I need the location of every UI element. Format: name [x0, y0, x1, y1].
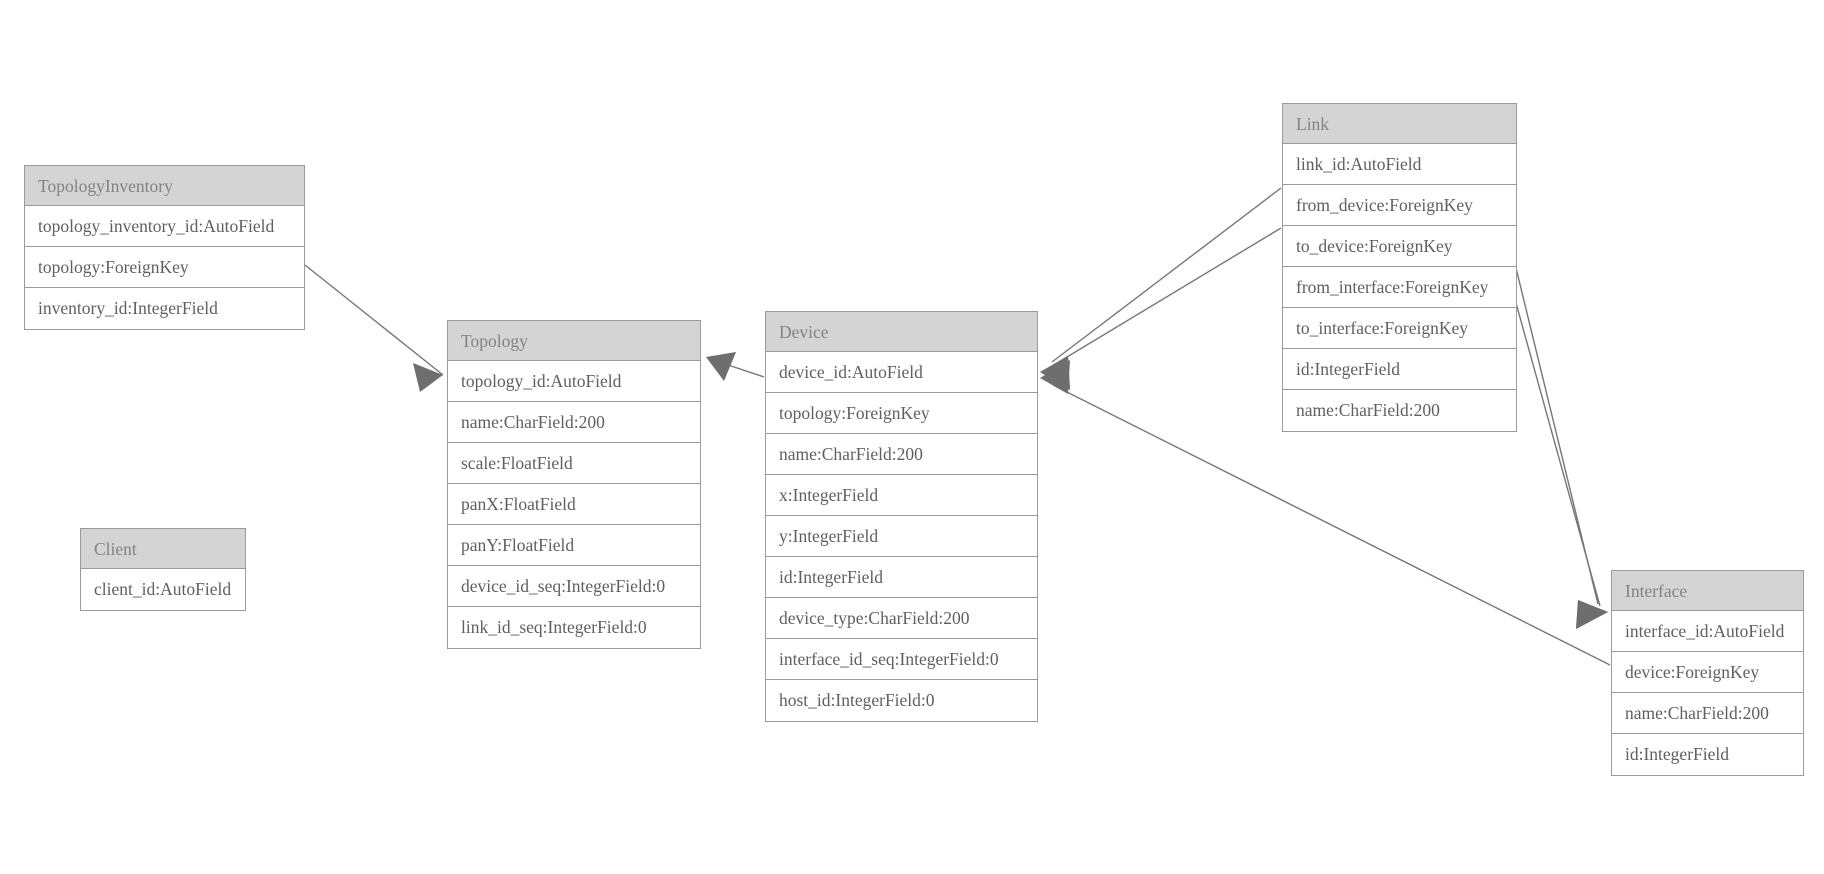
relationship-arrowhead-icon: [1576, 600, 1608, 629]
entity-field-row[interactable]: name:CharField:200: [1283, 390, 1516, 431]
entity-title-topology_inventory: TopologyInventory: [25, 166, 304, 206]
entity-field-row[interactable]: panY:FloatField: [448, 525, 700, 566]
entity-field-row[interactable]: host_id:IntegerField:0: [766, 680, 1037, 721]
entity-field-row[interactable]: name:CharField:200: [448, 402, 700, 443]
entity-field-row[interactable]: link_id:AutoField: [1283, 144, 1516, 185]
entity-title-link: Link: [1283, 104, 1516, 144]
relationship-arrowhead-icon: [1040, 356, 1070, 390]
relationship-line: [1515, 267, 1599, 605]
relationship-arrowhead-icon: [1040, 360, 1070, 394]
relationship-edge: [1515, 302, 1608, 629]
entity-field-row[interactable]: from_interface:ForeignKey: [1283, 267, 1516, 308]
entity-field-row[interactable]: to_interface:ForeignKey: [1283, 308, 1516, 349]
entity-field-row[interactable]: panX:FloatField: [448, 484, 700, 525]
relationship-arrowhead-icon: [413, 363, 443, 392]
entity-field-row[interactable]: topology_id:AutoField: [448, 361, 700, 402]
entity-field-row[interactable]: scale:FloatField: [448, 443, 700, 484]
entity-field-row[interactable]: topology:ForeignKey: [25, 247, 304, 288]
entity-title-topology: Topology: [448, 321, 700, 361]
relationship-edge: [706, 352, 765, 381]
entity-field-row[interactable]: link_id_seq:IntegerField:0: [448, 607, 700, 648]
entity-title-interface: Interface: [1612, 571, 1803, 611]
entity-field-row[interactable]: y:IntegerField: [766, 516, 1037, 557]
entity-field-row[interactable]: inventory_id:IntegerField: [25, 288, 304, 329]
relationship-arrowhead-icon: [1040, 356, 1070, 390]
relationship-line: [709, 358, 765, 378]
entity-title-device: Device: [766, 312, 1037, 352]
entity-field-row[interactable]: topology_inventory_id:AutoField: [25, 206, 304, 247]
entity-field-row[interactable]: device:ForeignKey: [1612, 652, 1803, 693]
relationship-edge: [1040, 187, 1282, 390]
entity-field-row[interactable]: id:IntegerField: [1283, 349, 1516, 390]
relationship-arrowhead-icon: [706, 352, 736, 381]
entity-field-row[interactable]: id:IntegerField: [1612, 734, 1803, 775]
entity-field-row[interactable]: client_id:AutoField: [81, 569, 245, 610]
relationship-edge: [1040, 227, 1282, 390]
relationship-line: [304, 264, 444, 376]
entity-field-row[interactable]: name:CharField:200: [1612, 693, 1803, 734]
entity-field-row[interactable]: x:IntegerField: [766, 475, 1037, 516]
entity-field-row[interactable]: to_device:ForeignKey: [1283, 226, 1516, 267]
relationship-arrowhead-icon: [1576, 600, 1608, 629]
relationship-edge: [1515, 267, 1608, 629]
entity-field-row[interactable]: device_id_seq:IntegerField:0: [448, 566, 700, 607]
entity-field-row[interactable]: topology:ForeignKey: [766, 393, 1037, 434]
entity-field-row[interactable]: interface_id_seq:IntegerField:0: [766, 639, 1037, 680]
entity-field-row[interactable]: name:CharField:200: [766, 434, 1037, 475]
entity-field-row[interactable]: device_id:AutoField: [766, 352, 1037, 393]
entity-title-client: Client: [81, 529, 245, 569]
relationship-edge: [304, 264, 444, 392]
relationship-line: [1515, 302, 1601, 607]
relationship-line: [1051, 227, 1282, 367]
entity-field-row[interactable]: id:IntegerField: [766, 557, 1037, 598]
entity-field-row[interactable]: from_device:ForeignKey: [1283, 185, 1516, 226]
entity-field-row[interactable]: interface_id:AutoField: [1612, 611, 1803, 652]
entity-field-row[interactable]: device_type:CharField:200: [766, 598, 1037, 639]
relationship-line: [1051, 187, 1282, 363]
